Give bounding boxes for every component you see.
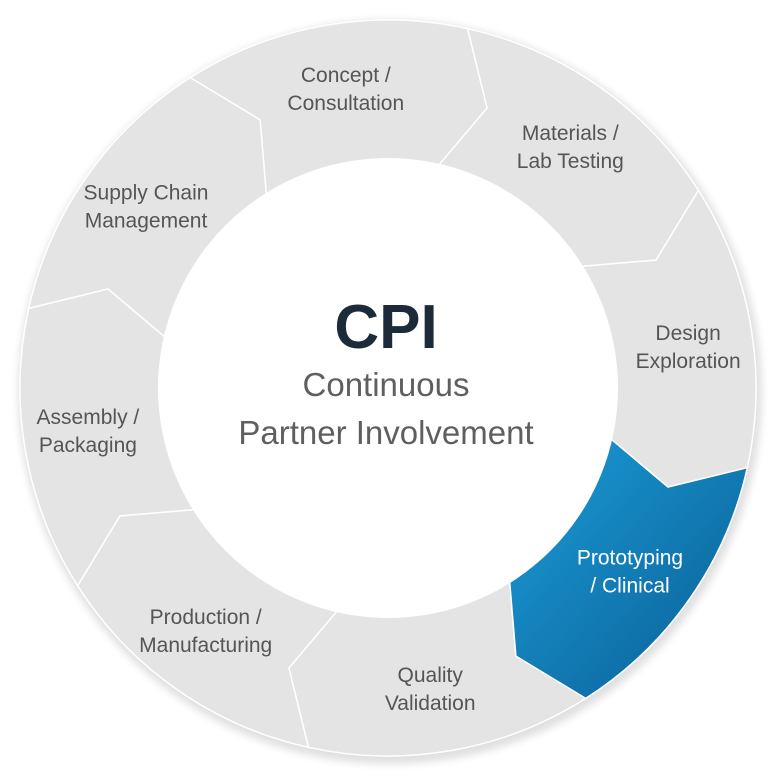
segment-4-label-line2: / Clinical	[590, 574, 669, 597]
segment-7-label-line2: Packaging	[39, 434, 137, 457]
segments-layer	[19, 19, 757, 757]
center-title: CPI	[334, 293, 437, 362]
segment-2-label-line1: Materials /	[522, 122, 619, 145]
segment-4-label-line1: Prototyping	[577, 546, 683, 569]
segment-8-label-line1: Supply Chain	[84, 182, 209, 205]
segment-3-label-line2: Exploration	[636, 350, 741, 373]
segment-6-label-line1: Production /	[150, 606, 262, 629]
segment-2-label-line2: Lab Testing	[517, 150, 624, 173]
segment-8-label-line2: Management	[85, 210, 208, 233]
center-hub	[158, 158, 618, 618]
segment-3-label-line1: Design	[655, 322, 720, 345]
segment-5-label-line2: Validation	[385, 692, 476, 715]
center-subtitle-line1: Continuous	[303, 366, 470, 403]
center-subtitle-line2: Partner Involvement	[238, 414, 533, 451]
segment-6-label-line2: Manufacturing	[139, 634, 272, 657]
segment-1-label-line2: Consultation	[287, 92, 404, 115]
segment-5-label-line1: Quality	[398, 664, 464, 687]
segment-7-label-line1: Assembly /	[37, 406, 140, 429]
segment-1-label-line1: Concept /	[301, 64, 391, 87]
